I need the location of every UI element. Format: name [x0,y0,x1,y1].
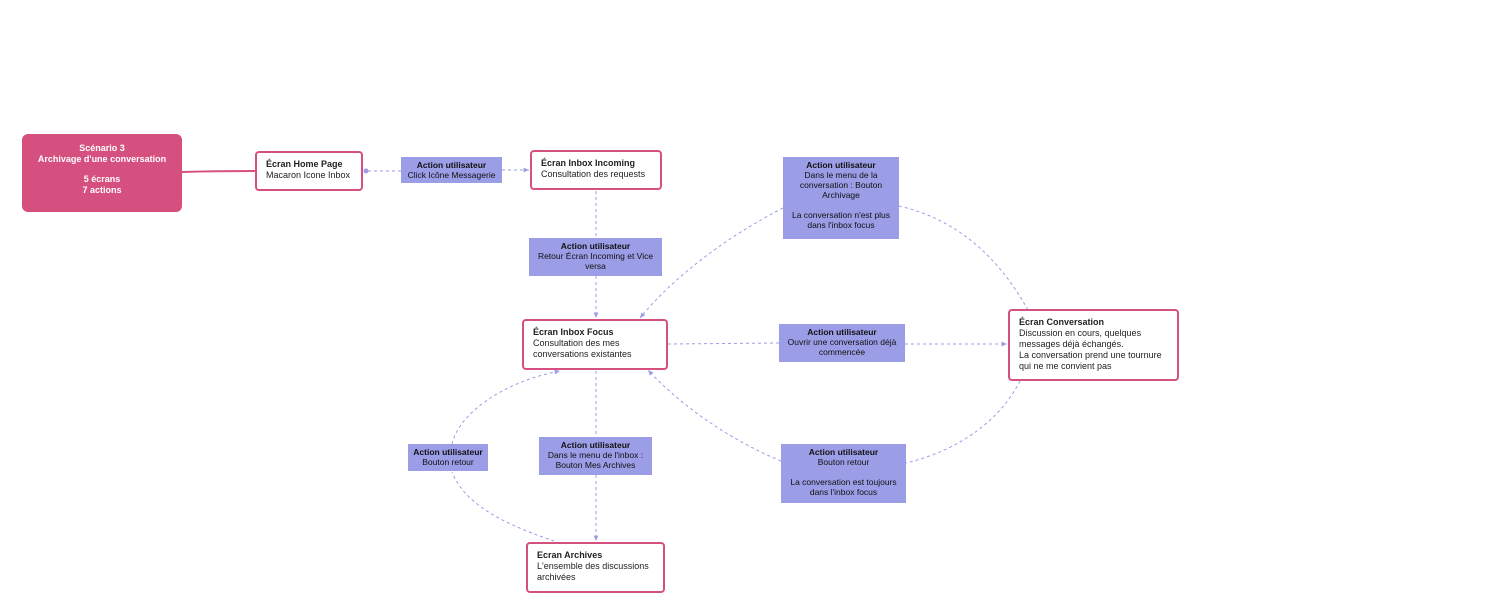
screen-description: L'ensemble des discussions [537,561,649,571]
action-description: Archivage [822,190,860,200]
action-title: Action utilisateur [560,241,631,251]
action-title: Action utilisateur [560,440,631,450]
action-bouton-retour-archives[interactable]: Action utilisateur Bouton retour [408,444,488,471]
screen-title: Écran Home Page [266,159,343,169]
screen-archives[interactable]: Ecran Archives L'ensemble des discussion… [526,542,665,593]
action-description: Bouton Mes Archives [555,460,636,470]
connector-dot [363,168,369,174]
connector-conversation-action3 [898,205,1029,311]
scenario-subtitle: Archivage d'une conversation [37,153,167,164]
action-title: Action utilisateur [416,160,487,170]
action-description: commencée [818,347,866,357]
screen-description: Discussion en cours, quelques [1019,328,1142,338]
action-description: Dans le menu de l'inbox : [547,450,644,460]
action-description: Bouton retour [422,457,474,467]
screen-title: Écran Inbox Focus [533,327,614,337]
connector-focus-action4 [667,342,780,345]
action-title: Action utilisateur [808,447,879,457]
action-description: Dans le menu de la [804,170,878,180]
connector-scenario-home [181,170,256,173]
action-bouton-mes-archives[interactable]: Action utilisateur Dans le menu de l'inb… [539,437,652,475]
screen-description: archivées [537,572,576,582]
screen-title: Écran Conversation [1019,317,1105,327]
connector-action7-focus [647,369,782,462]
action-title: Action utilisateur [806,160,876,170]
screen-title: Écran Inbox Incoming [541,158,636,168]
action-retour-incoming[interactable]: Action utilisateur Retour Écran Incoming… [529,238,662,276]
action-description: La conversation est toujours [790,477,897,487]
action-description: dans l'inbox focus [807,220,875,230]
action-title: Action utilisateur [413,447,483,457]
action-click-messagerie[interactable]: Action utilisateur Click Icône Messageri… [401,157,502,183]
screen-description: conversations existantes [533,349,632,359]
screen-description: Consultation des requests [541,169,646,179]
screen-title: Ecran Archives [537,550,603,560]
screen-description: La conversation prend une tournure [1019,350,1162,360]
scenario-box: Scénario 3 Archivage d'une conversation … [22,134,182,212]
action-bouton-retour-conversation[interactable]: Action utilisateur Bouton retour La conv… [781,444,906,503]
screen-inbox-incoming[interactable]: Écran Inbox Incoming Consultation des re… [530,150,662,190]
action-description: Ouvrir une conversation déjà [787,337,897,347]
connector-archives-action5 [451,471,561,544]
scenario-screen-count: 5 écrans [83,174,121,184]
screen-inbox-focus[interactable]: Écran Inbox Focus Consultation des mes c… [522,319,668,370]
connector-conversation-action7 [905,380,1021,464]
action-description: versa [585,261,606,271]
scenario-action-count: 7 actions [82,184,122,195]
action-ouvrir-conversation[interactable]: Action utilisateur Ouvrir une conversati… [779,324,905,362]
action-description: La conversation n'est plus [791,210,890,220]
action-description: Click Icône Messagerie [407,170,496,180]
action-title: Action utilisateur [807,327,877,337]
screen-description: messages déjà échangés. [1019,339,1124,349]
action-description: Bouton retour [817,457,870,467]
scenario-title: Scénario 3 [79,143,125,153]
screen-conversation[interactable]: Écran Conversation Discussion en cours, … [1008,309,1179,381]
action-bouton-archivage[interactable]: Action utilisateur Dans le menu de la co… [783,157,899,239]
screen-description: Macaron Icone Inbox [266,170,351,180]
action-description: dans l'inbox focus [809,487,878,497]
screen-description: Consultation des mes [533,338,620,348]
screen-description: qui ne me convient pas [1019,361,1112,371]
action-description: Retour Écran Incoming et Vice [537,251,654,261]
action-description: conversation : Bouton [799,180,883,190]
connector-action5-focus [451,369,561,445]
connector-action3-focus [639,207,784,319]
screen-home-page[interactable]: Écran Home Page Macaron Icone Inbox [255,151,363,191]
